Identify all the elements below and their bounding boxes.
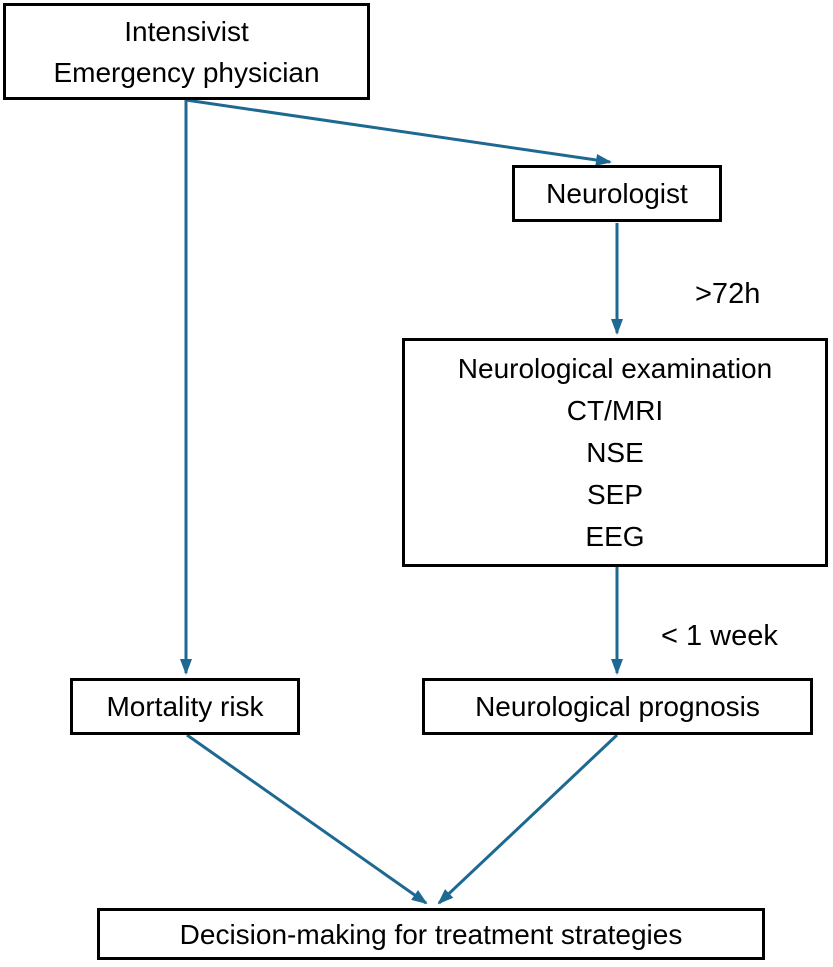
node-neurological-prognosis-label: Neurological prognosis	[475, 691, 760, 722]
node-decision-making: Decision-making for treatment strategies	[97, 908, 765, 960]
edge-label-within-one-week: < 1 week	[661, 620, 778, 652]
node-neurological-prognosis: Neurological prognosis	[422, 678, 813, 735]
arrow-mortality-to-decision	[186, 733, 428, 905]
node-intensivist-line-2: Emergency physician	[53, 56, 320, 88]
node-intensivist: Intensivist Emergency physician	[3, 3, 370, 100]
node-neurologist-label: Neurologist	[546, 178, 688, 209]
node-examination-line-1: Neurological examination	[457, 352, 773, 384]
node-examination-line-4: SEP	[586, 478, 644, 510]
edge-label-after-72h: >72h	[695, 278, 761, 310]
node-examination: Neurological examination CT/MRI NSE SEP …	[402, 338, 828, 567]
node-examination-line-5: EEG	[585, 520, 645, 552]
node-neurologist: Neurologist	[512, 165, 722, 222]
arrow-prognosis-to-decision	[437, 733, 619, 905]
node-mortality-risk-label: Mortality risk	[106, 691, 264, 722]
node-examination-line-2: CT/MRI	[566, 394, 664, 426]
node-examination-line-3: NSE	[586, 436, 644, 468]
node-mortality-risk: Mortality risk	[70, 678, 300, 735]
node-intensivist-line-1: Intensivist	[124, 15, 249, 47]
node-decision-making-label: Decision-making for treatment strategies	[179, 918, 683, 950]
arrow-intensivist-to-neurologist	[185, 98, 612, 166]
